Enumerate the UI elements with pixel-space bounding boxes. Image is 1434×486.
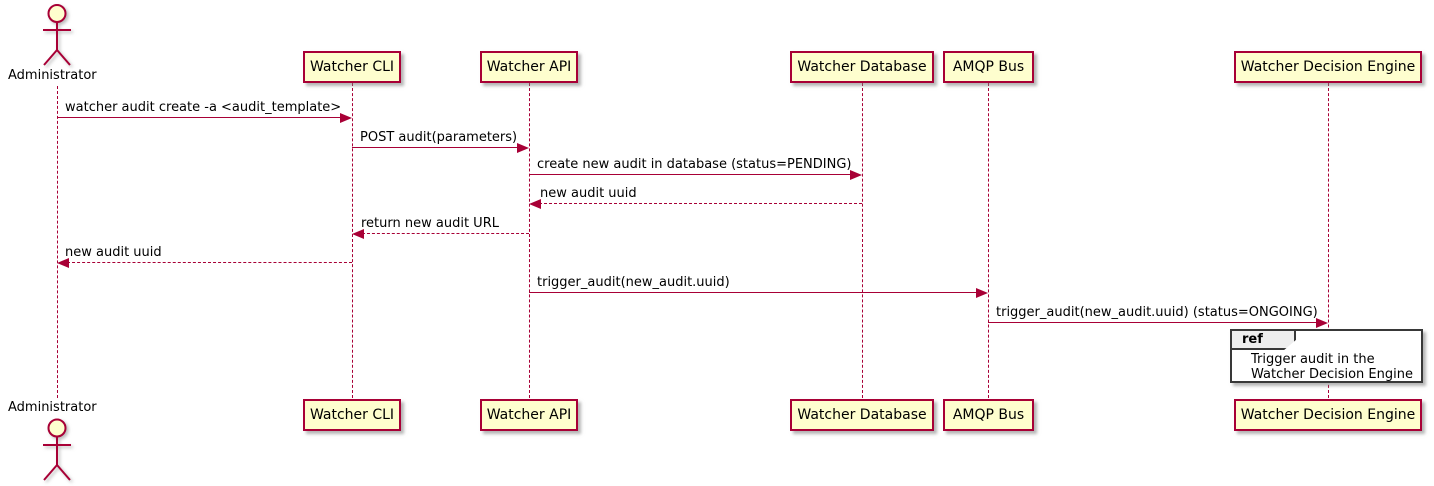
ref-text: Trigger audit in the Watcher Decision En… bbox=[1251, 352, 1413, 382]
message-line bbox=[67, 262, 352, 263]
participant-label: Watcher API bbox=[486, 59, 572, 75]
arrowhead-icon bbox=[850, 170, 862, 180]
participant-label: Watcher Decision Engine bbox=[1240, 407, 1416, 423]
message-label: new audit uuid bbox=[65, 245, 162, 260]
message-label: trigger_audit(new_audit.uuid) bbox=[537, 275, 730, 290]
lifeline-watcher-cli bbox=[352, 83, 353, 398]
participant-watcher-cli-bottom: Watcher CLI bbox=[303, 399, 401, 431]
lifeline-amqp-bus bbox=[988, 83, 989, 398]
lifeline-watcher-api bbox=[529, 83, 530, 398]
message-line bbox=[539, 203, 862, 204]
participant-watcher-api-top: Watcher API bbox=[480, 51, 578, 83]
message-line bbox=[988, 322, 1318, 323]
message-label: create new audit in database (status=PEN… bbox=[537, 157, 852, 172]
message-label: trigger_audit(new_audit.uuid) (status=ON… bbox=[996, 305, 1318, 320]
message-line bbox=[362, 233, 529, 234]
participant-label: Watcher CLI bbox=[309, 407, 395, 423]
participant-label: AMQP Bus bbox=[952, 407, 1025, 423]
message-line bbox=[352, 147, 519, 148]
message-line bbox=[57, 117, 342, 118]
arrowhead-icon bbox=[1316, 318, 1328, 328]
participant-label: Watcher Database bbox=[797, 59, 927, 75]
participant-label: Watcher CLI bbox=[309, 59, 395, 75]
message-label: watcher audit create -a <audit_template> bbox=[65, 100, 342, 115]
participant-amqp-bus-top: AMQP Bus bbox=[943, 51, 1034, 83]
message-line bbox=[529, 174, 852, 175]
ref-keyword: ref bbox=[1230, 329, 1296, 350]
arrowhead-icon bbox=[352, 229, 364, 239]
message-label: return new audit URL bbox=[361, 216, 499, 231]
arrowhead-icon bbox=[529, 199, 541, 209]
participant-amqp-bus-bottom: AMQP Bus bbox=[943, 399, 1034, 431]
participant-label: Watcher Database bbox=[797, 407, 927, 423]
lifeline-watcher-decision-engine bbox=[1328, 83, 1329, 398]
lifeline-administrator bbox=[57, 86, 58, 398]
arrowhead-icon bbox=[976, 288, 988, 298]
arrowhead-icon bbox=[57, 258, 69, 268]
participant-watcher-decision-engine-bottom: Watcher Decision Engine bbox=[1234, 399, 1422, 431]
actor-label-top: Administrator bbox=[8, 68, 97, 83]
participant-label: Watcher Decision Engine bbox=[1240, 59, 1416, 75]
participant-watcher-database-top: Watcher Database bbox=[790, 51, 934, 83]
participant-label: Watcher API bbox=[486, 407, 572, 423]
actor-icon bbox=[43, 4, 71, 66]
ref-text-line2: Watcher Decision Engine bbox=[1251, 367, 1413, 382]
participant-label: AMQP Bus bbox=[952, 59, 1025, 75]
actor-label-bottom: Administrator bbox=[8, 400, 97, 415]
ref-fragment: ref Trigger audit in the Watcher Decisio… bbox=[1230, 329, 1423, 383]
participant-watcher-database-bottom: Watcher Database bbox=[790, 399, 934, 431]
message-label: new audit uuid bbox=[540, 186, 637, 201]
message-line bbox=[529, 292, 978, 293]
ref-text-line1: Trigger audit in the bbox=[1251, 352, 1375, 367]
message-label: POST audit(parameters) bbox=[360, 130, 518, 145]
participant-watcher-api-bottom: Watcher API bbox=[480, 399, 578, 431]
lifeline-watcher-database bbox=[862, 83, 863, 398]
participant-watcher-decision-engine-top: Watcher Decision Engine bbox=[1234, 51, 1422, 83]
actor-icon bbox=[43, 418, 71, 481]
participant-watcher-cli-top: Watcher CLI bbox=[303, 51, 401, 83]
arrowhead-icon bbox=[517, 143, 529, 153]
arrowhead-icon bbox=[340, 113, 352, 123]
